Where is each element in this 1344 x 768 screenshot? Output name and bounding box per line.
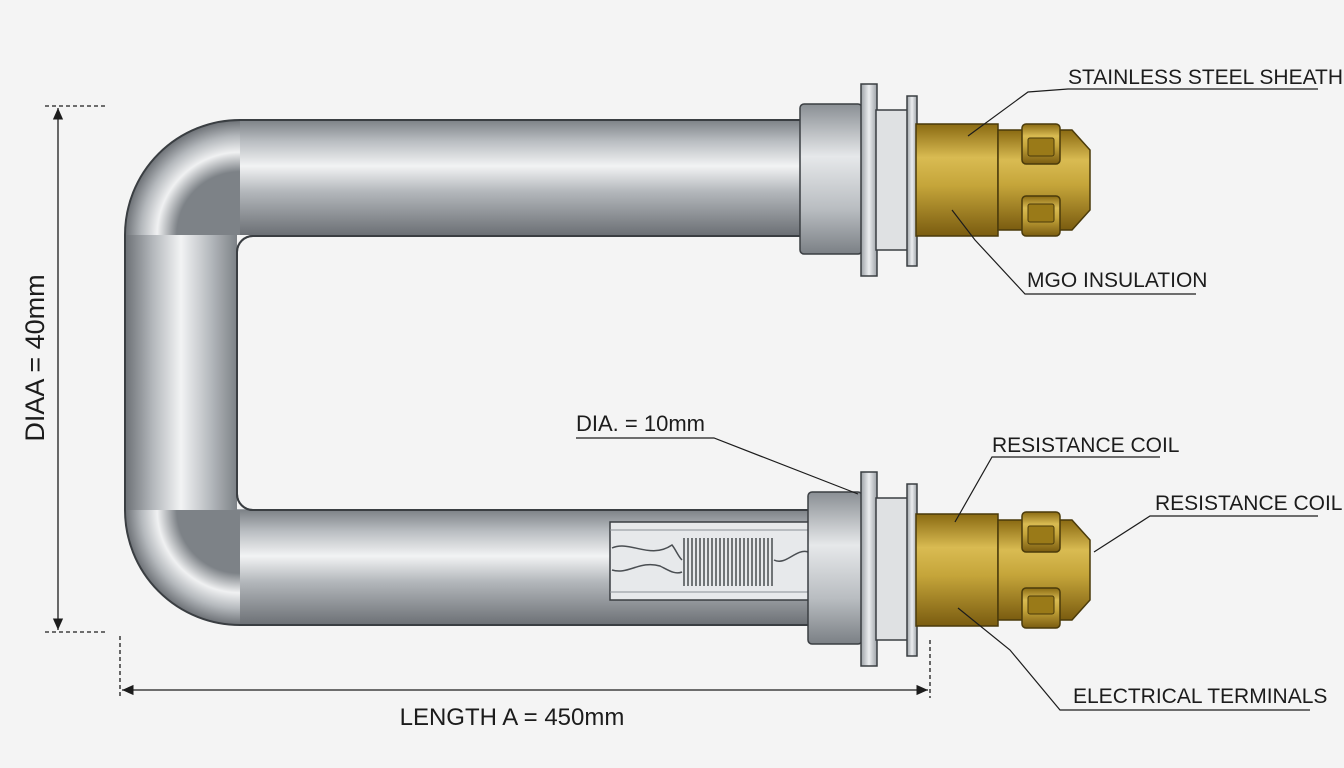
height-dimension [45,105,108,633]
coil-cutaway [609,521,811,601]
upper-bend [125,120,240,235]
callout-resistance-coil-1: RESISTANCE COIL [992,434,1179,457]
lower-bend [125,510,240,625]
callout-stainless-steel-sheath: STAINLESS STEEL SHEATH [1068,66,1343,89]
height-dimension-label: DIAA = 40mm [20,274,50,441]
length-dimension [119,636,931,698]
callout-leaders [576,88,1318,711]
vertical-tube [125,235,237,510]
callout-mgo-insulation: MGO INSULATION [1027,269,1207,292]
upper-fitting [799,83,1091,277]
upper-tube [235,120,805,235]
length-dimension-label: LENGTH A = 450mm [400,704,625,731]
callout-electrical-terminals: ELECTRICAL TERMINALS [1073,685,1327,708]
callout-tube-diameter: DIA. = 10mm [576,411,705,436]
callout-resistance-coil-2: RESISTANCE COIL [1155,492,1342,515]
resistance-coil-windings [683,538,773,586]
lower-fitting [807,471,1091,667]
